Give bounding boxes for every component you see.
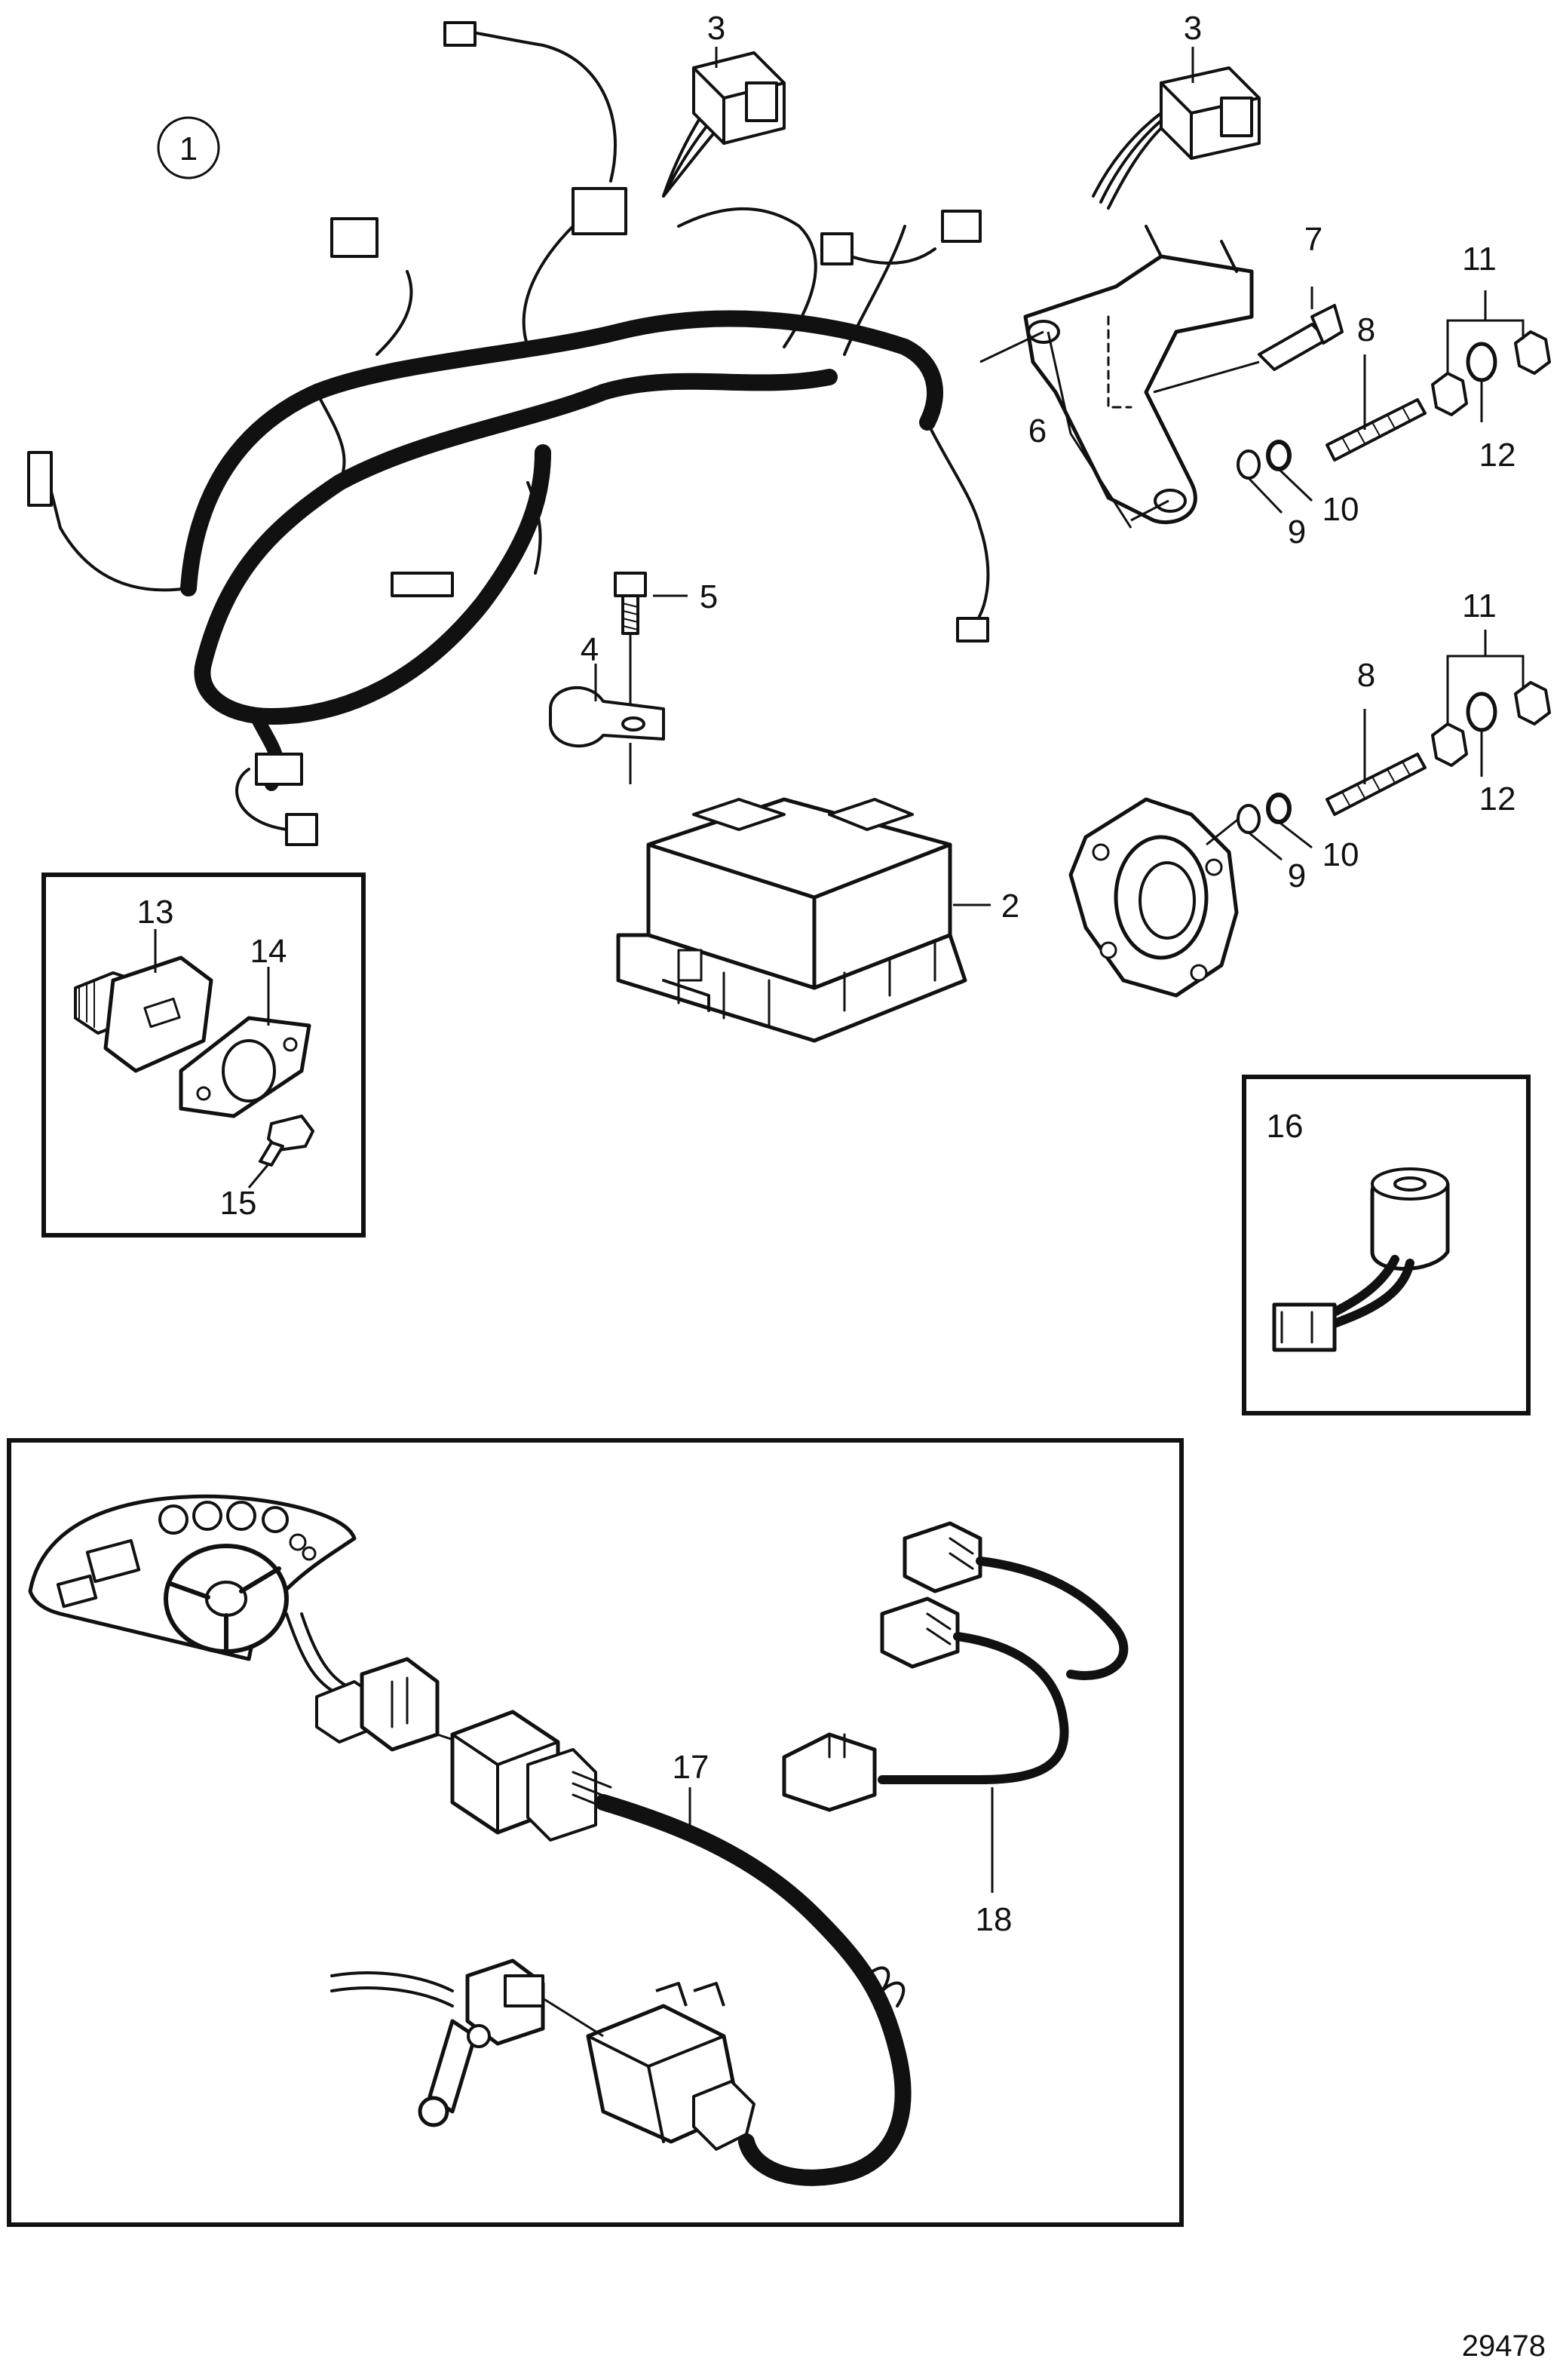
bolt-7[interactable] <box>1153 287 1344 394</box>
callout-3-left: 3 <box>707 10 725 47</box>
callout-9-lower: 9 <box>1288 857 1306 894</box>
gasket-14[interactable] <box>179 967 311 1118</box>
callout-11-upper: 11 <box>1462 241 1497 278</box>
callout-1: 1 <box>179 130 198 167</box>
cable-harness-inset <box>7 1438 1184 2227</box>
callout-12-lower: 12 <box>1479 781 1516 817</box>
solenoid-inset <box>1242 1075 1531 1415</box>
harness-17-connector[interactable] <box>450 1710 612 1842</box>
solenoid-16[interactable] <box>1272 1167 1450 1352</box>
callout-15: 15 <box>220 1185 257 1222</box>
washer-9-lower[interactable] <box>1237 804 1283 861</box>
callout-3-right: 3 <box>1184 10 1202 47</box>
stud-8-upper[interactable] <box>1326 354 1427 462</box>
callout-13: 13 <box>137 894 174 931</box>
callout-circle-1 <box>157 116 220 179</box>
lock-washer-10-lower[interactable] <box>1266 793 1313 849</box>
connector-3-right[interactable] <box>1092 47 1261 210</box>
callout-7: 7 <box>1304 221 1322 258</box>
flywheel-housing[interactable] <box>1068 797 1245 998</box>
callout-10-lower: 10 <box>1322 836 1359 873</box>
callout-16: 16 <box>1267 1108 1304 1145</box>
callout-6: 6 <box>1028 413 1047 449</box>
figure-number: 29478 <box>1462 2329 1546 2363</box>
callout-17: 17 <box>673 1749 710 1786</box>
callout-14: 14 <box>250 933 287 970</box>
sensor-13[interactable] <box>74 929 213 1073</box>
dash-connector[interactable] <box>315 1657 483 1752</box>
mounting-bracket[interactable] <box>979 225 1254 529</box>
callout-2: 2 <box>1001 888 1019 925</box>
nuts-11-lower[interactable] <box>1431 630 1551 777</box>
throttle-lever[interactable] <box>330 1958 604 2127</box>
callout-9-upper: 9 <box>1288 514 1306 551</box>
callout-12-upper: 12 <box>1479 437 1516 474</box>
clamp-4[interactable] <box>549 664 665 784</box>
wiring-harness[interactable] <box>27 21 990 846</box>
nuts-11-upper[interactable] <box>1431 290 1551 422</box>
extension-cable-17[interactable] <box>595 1787 912 2186</box>
relay-box[interactable] <box>616 797 991 1043</box>
callout-4: 4 <box>581 631 599 668</box>
washer-9-upper[interactable] <box>1237 449 1283 514</box>
connector-3-left[interactable] <box>692 47 786 145</box>
lock-washer-10-upper[interactable] <box>1266 440 1313 502</box>
callout-10-upper: 10 <box>1322 491 1359 528</box>
callout-8-upper: 8 <box>1357 311 1375 348</box>
helm-connector[interactable] <box>586 1982 755 2151</box>
callout-18: 18 <box>976 1901 1013 1938</box>
callout-5: 5 <box>700 578 718 615</box>
bolt-5[interactable] <box>614 572 688 724</box>
callout-8-lower: 8 <box>1357 657 1375 694</box>
screw-15[interactable] <box>247 1115 314 1188</box>
sensor-inset <box>41 873 366 1238</box>
dashboard-panel[interactable] <box>28 1494 357 1661</box>
branch-cable-18[interactable] <box>782 1521 1129 1893</box>
callout-11-lower: 11 <box>1462 587 1497 624</box>
stud-8-lower[interactable] <box>1326 709 1427 816</box>
